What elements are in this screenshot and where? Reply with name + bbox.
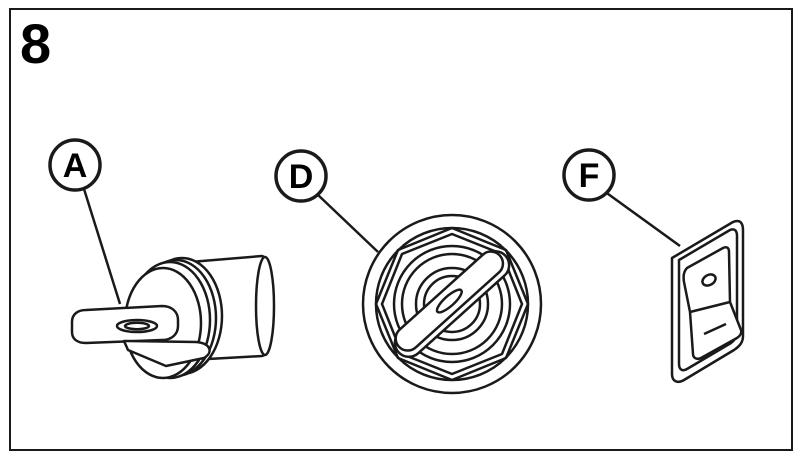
callout-a: A: [48, 138, 276, 380]
callout-a-label: A: [63, 147, 88, 185]
callout-a-circle: [48, 138, 102, 192]
rotary-knob-icon: [361, 213, 543, 395]
rocker-switch-icon: [670, 219, 745, 383]
callout-f-leader: [603, 189, 681, 248]
key-switch-icon: [70, 254, 276, 380]
callout-d-label: D: [289, 158, 314, 196]
step-number: 8: [20, 12, 51, 75]
callout-d-leader: [316, 193, 379, 253]
callout-d: D: [274, 149, 543, 395]
callout-f-circle: [562, 148, 616, 202]
callout-f-label: F: [579, 157, 600, 195]
figure-frame: [9, 8, 793, 451]
callout-d-circle: [274, 149, 328, 203]
callout-f: F: [562, 148, 745, 383]
callout-a-leader: [82, 188, 122, 305]
